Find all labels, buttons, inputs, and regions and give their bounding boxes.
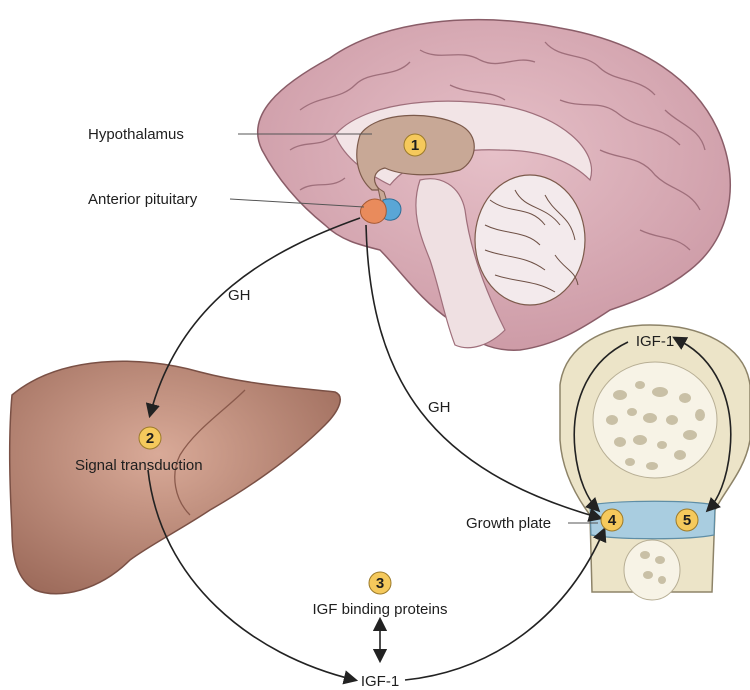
bone <box>560 325 750 600</box>
step-badge-4: 4 <box>601 509 623 531</box>
svg-text:3: 3 <box>376 575 384 592</box>
step-badge-5: 5 <box>676 509 698 531</box>
step-badge-2: 2 <box>139 427 161 449</box>
svg-text:1: 1 <box>411 137 419 154</box>
svg-text:2: 2 <box>146 430 154 447</box>
step-badge-3: 3 <box>369 572 391 594</box>
svg-text:5: 5 <box>683 512 691 529</box>
igf-binding-proteins-label: IGF binding proteins <box>312 601 447 618</box>
igf1-bone-label: IGF-1 <box>636 333 674 350</box>
growth-plate-label: Growth plate <box>466 515 551 532</box>
gh-right-label: GH <box>428 399 451 416</box>
brain <box>258 20 731 350</box>
gh-left-label: GH <box>228 287 251 304</box>
igf1-bottom-label: IGF-1 <box>361 673 399 690</box>
hypothalamus-label: Hypothalamus <box>88 126 184 143</box>
metaphysis <box>624 540 680 600</box>
step-badge-1: 1 <box>404 134 426 156</box>
anterior-pituitary-label: Anterior pituitary <box>88 191 198 208</box>
liver <box>10 361 341 594</box>
cerebellum <box>475 175 585 305</box>
signal-transduction-label: Signal transduction <box>75 457 203 474</box>
svg-text:4: 4 <box>608 512 617 529</box>
